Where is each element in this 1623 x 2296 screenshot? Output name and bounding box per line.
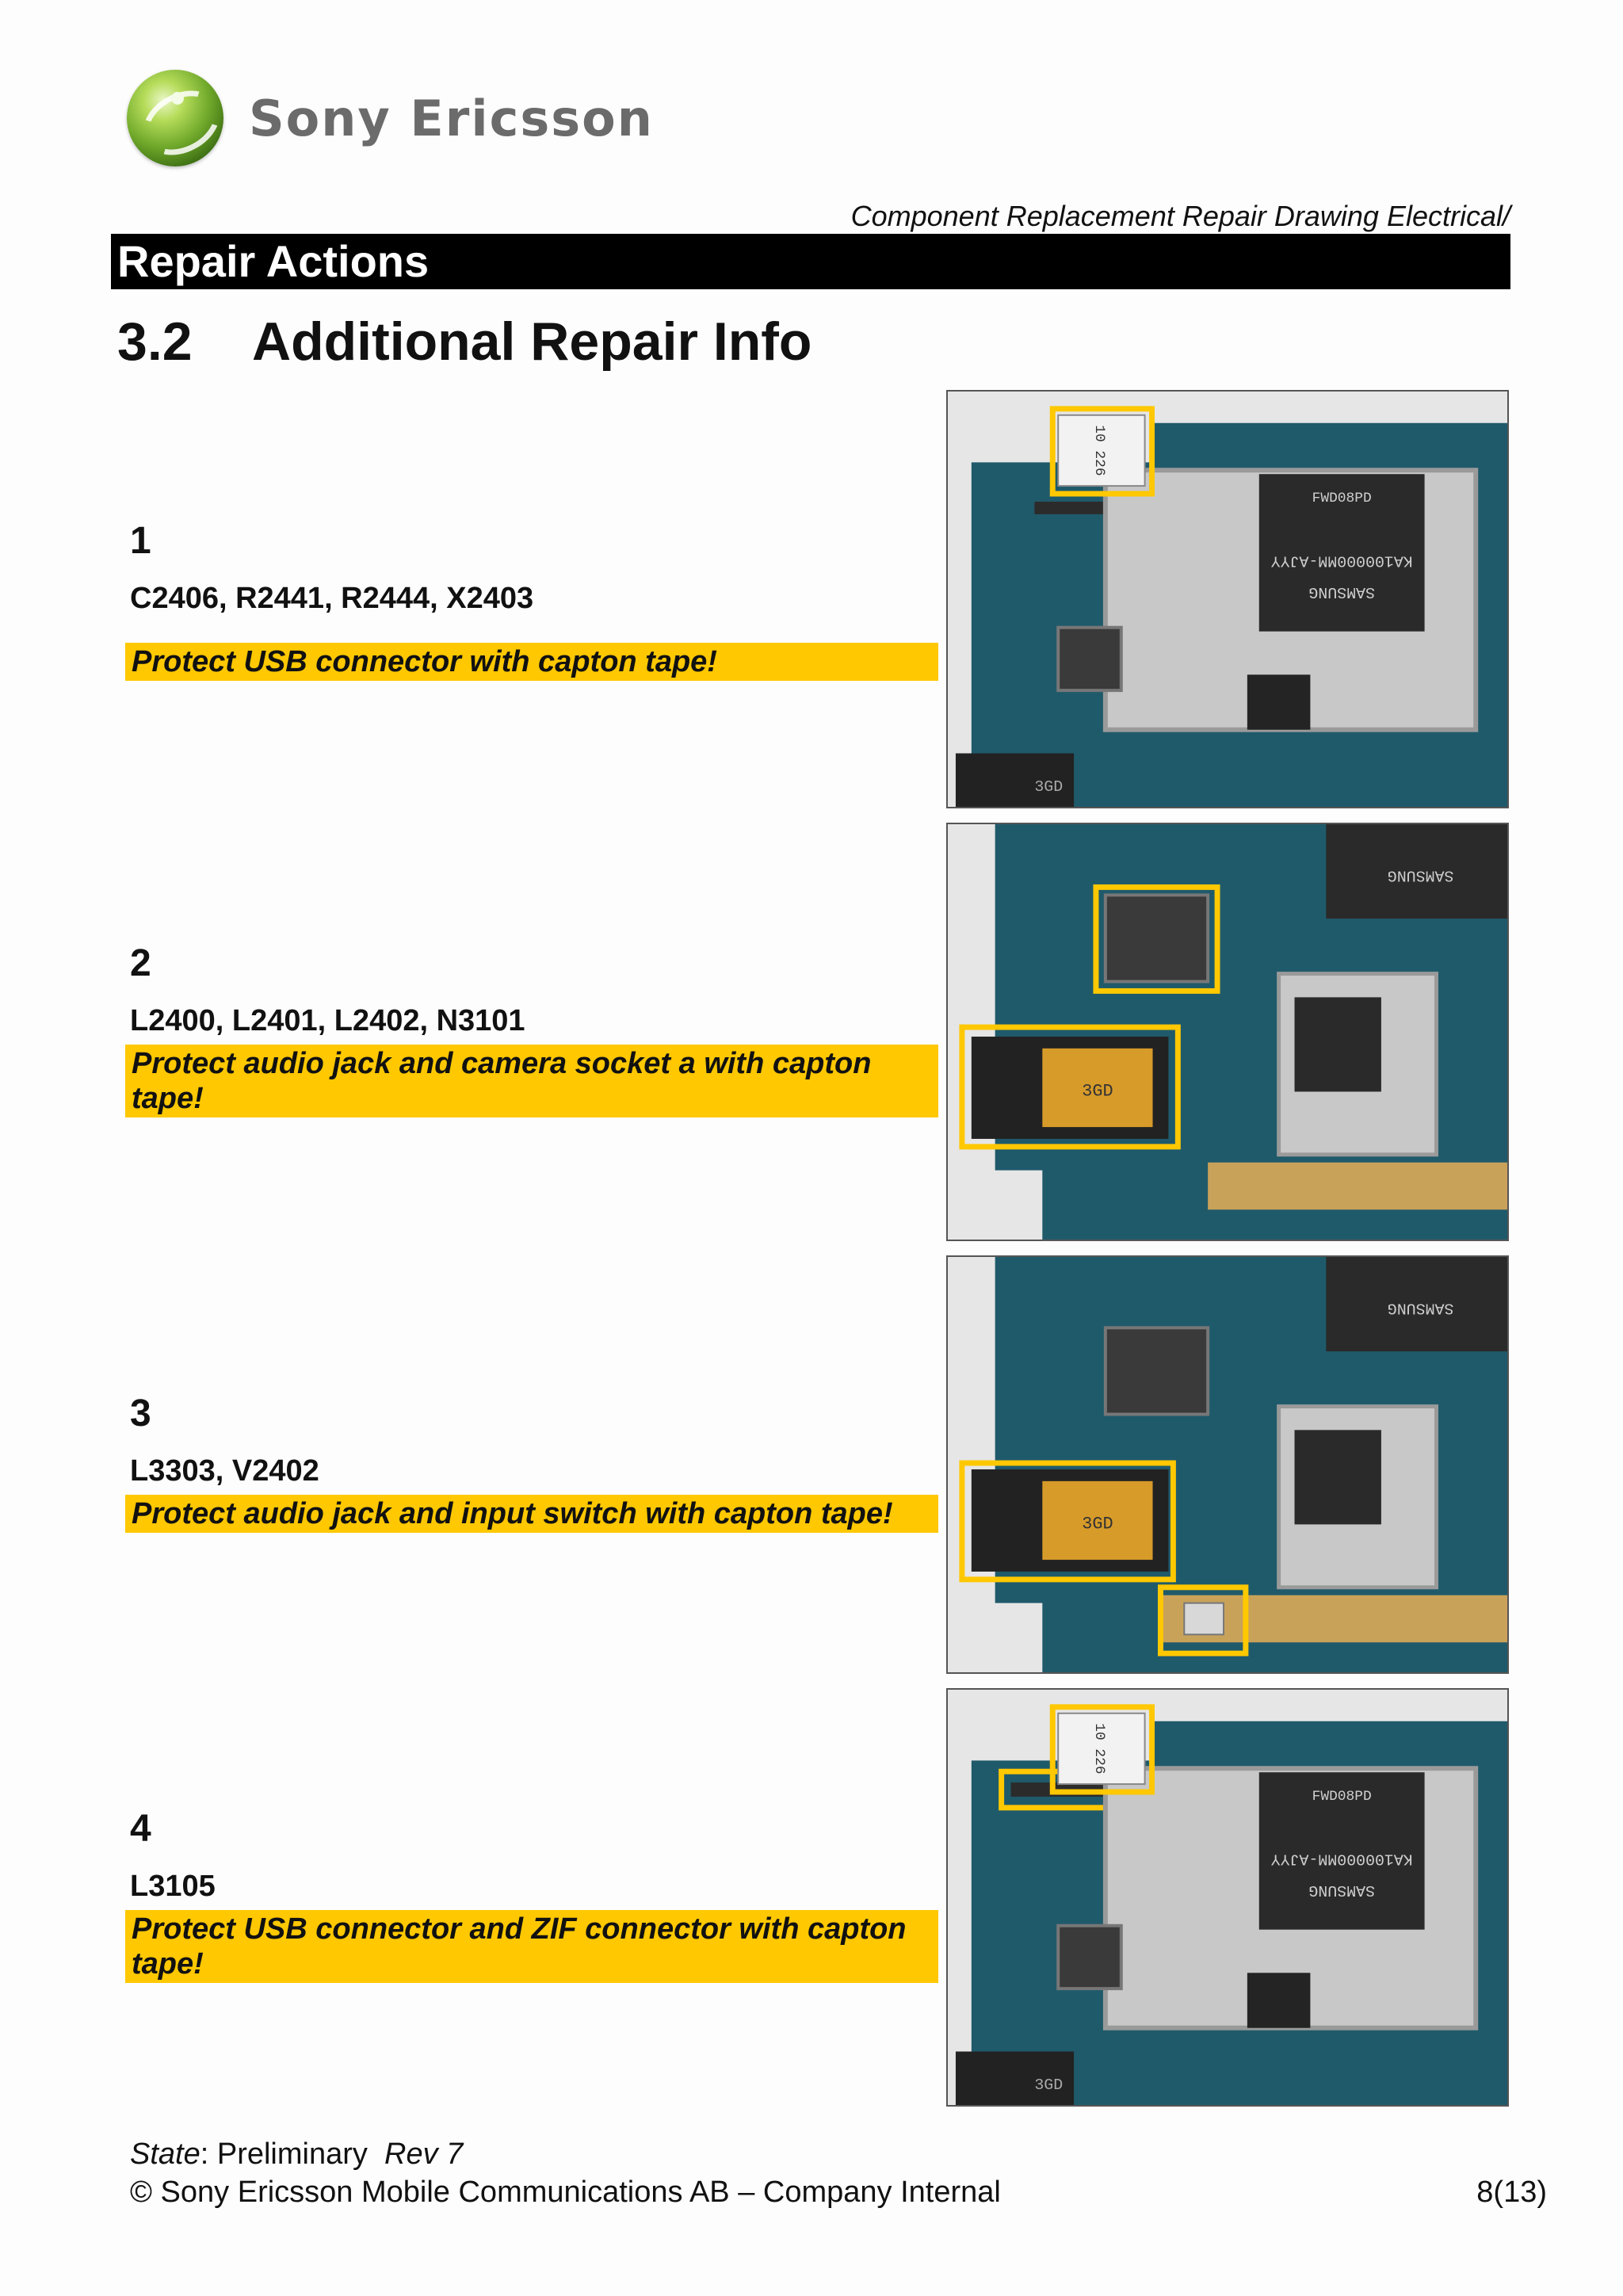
section-title: Additional Repair Info	[252, 311, 812, 372]
item-index: 2	[130, 942, 151, 984]
pcb-photo-3: SAMSUNG 3GD	[946, 1255, 1509, 1674]
jack-marking: 3GD	[1082, 1081, 1113, 1101]
pcb-photo-2: SAMSUNG 3GD	[946, 823, 1509, 1241]
repair-item: 2 L2400, L2401, L2402, N3101 Protect aud…	[125, 942, 938, 1117]
highlight-box	[959, 1460, 1176, 1583]
brand-name: Sony Ericsson	[249, 89, 654, 147]
pcb-photo-image: KA100000MM-AJYY SAMSUNG FWD08PD 10 226 3…	[948, 392, 1507, 807]
pcb-photo-4: KA100000MM-AJYY SAMSUNG FWD08PD 10 226 3…	[946, 1688, 1509, 2107]
repair-item: 4 L3105 Protect USB connector and ZIF co…	[125, 1807, 938, 1983]
highlight-box	[959, 1024, 1181, 1150]
pcb-photo-1: KA100000MM-AJYY SAMSUNG FWD08PD 10 226 3…	[946, 390, 1509, 808]
repair-item: 3 L3303, V2402 Protect audio jack and in…	[125, 1392, 938, 1533]
highlight-box	[1049, 406, 1155, 497]
item-component-refs: L3105	[130, 1870, 216, 1903]
section-bar: Repair Actions	[111, 234, 1510, 289]
item-index: 4	[130, 1808, 151, 1850]
revision: Rev 7	[384, 2137, 464, 2171]
item-note: Protect USB connector and ZIF connector …	[125, 1910, 938, 1983]
state-label: State	[130, 2137, 200, 2171]
jack-marking: 3GD	[1034, 2076, 1063, 2094]
document-subtitle: Component Replacement Repair Drawing Ele…	[850, 200, 1510, 232]
usb-marking: 10 226	[1091, 425, 1107, 476]
jack-marking: 3GD	[1082, 1514, 1113, 1534]
section-number: 3.2	[117, 311, 193, 372]
repair-item: 1 C2406, R2441, R2444, X2403 Protect USB…	[125, 519, 938, 681]
document-state: State: Preliminary Rev 7	[130, 2137, 463, 2172]
chip-brand: SAMSUNG	[1388, 1300, 1454, 1318]
sony-ericsson-logo-icon	[127, 70, 223, 166]
item-component-refs: L2400, L2401, L2402, N3101	[130, 1004, 525, 1037]
pcb-photo-image: SAMSUNG 3GD	[948, 1257, 1507, 1672]
chip-marking: KA100000MM-AJYY	[1271, 552, 1413, 570]
item-component-refs: L3303, V2402	[130, 1454, 319, 1488]
chip-brand: SAMSUNG	[1308, 583, 1375, 602]
chip-brand: SAMSUNG	[1388, 867, 1454, 885]
section-heading: 3.2 Additional Repair Info	[117, 311, 812, 372]
item-component-refs: C2406, R2441, R2444, X2403	[130, 582, 534, 615]
brand-logo: Sony Ericsson	[127, 70, 654, 166]
highlight-box	[1157, 1584, 1249, 1656]
item-note: Protect audio jack and input switch with…	[125, 1495, 938, 1533]
item-index: 1	[130, 520, 151, 562]
item-note: Protect USB connector with capton tape!	[125, 643, 938, 681]
chip-brand: SAMSUNG	[1308, 1881, 1375, 1900]
pcb-photo-image: SAMSUNG 3GD	[948, 824, 1507, 1240]
item-index: 3	[130, 1392, 151, 1435]
page-number: 8(13)	[1476, 2176, 1547, 2209]
copyright-notice: © Sony Ericsson Mobile Communications AB…	[130, 2176, 1001, 2209]
state-value: : Preliminary	[200, 2137, 368, 2171]
highlight-box	[1093, 884, 1220, 994]
jack-marking: 3GD	[1034, 777, 1063, 796]
pcb-photo-image: KA100000MM-AJYY SAMSUNG FWD08PD 10 226 3…	[948, 1690, 1507, 2105]
chip-marking: KA100000MM-AJYY	[1271, 1850, 1413, 1868]
usb-marking: 10 226	[1091, 1723, 1107, 1774]
item-note: Protect audio jack and camera socket a w…	[125, 1045, 938, 1117]
highlight-box	[1049, 1704, 1155, 1795]
chip-top-marking: FWD08PD	[1312, 1789, 1372, 1805]
chip-top-marking: FWD08PD	[1312, 491, 1372, 506]
